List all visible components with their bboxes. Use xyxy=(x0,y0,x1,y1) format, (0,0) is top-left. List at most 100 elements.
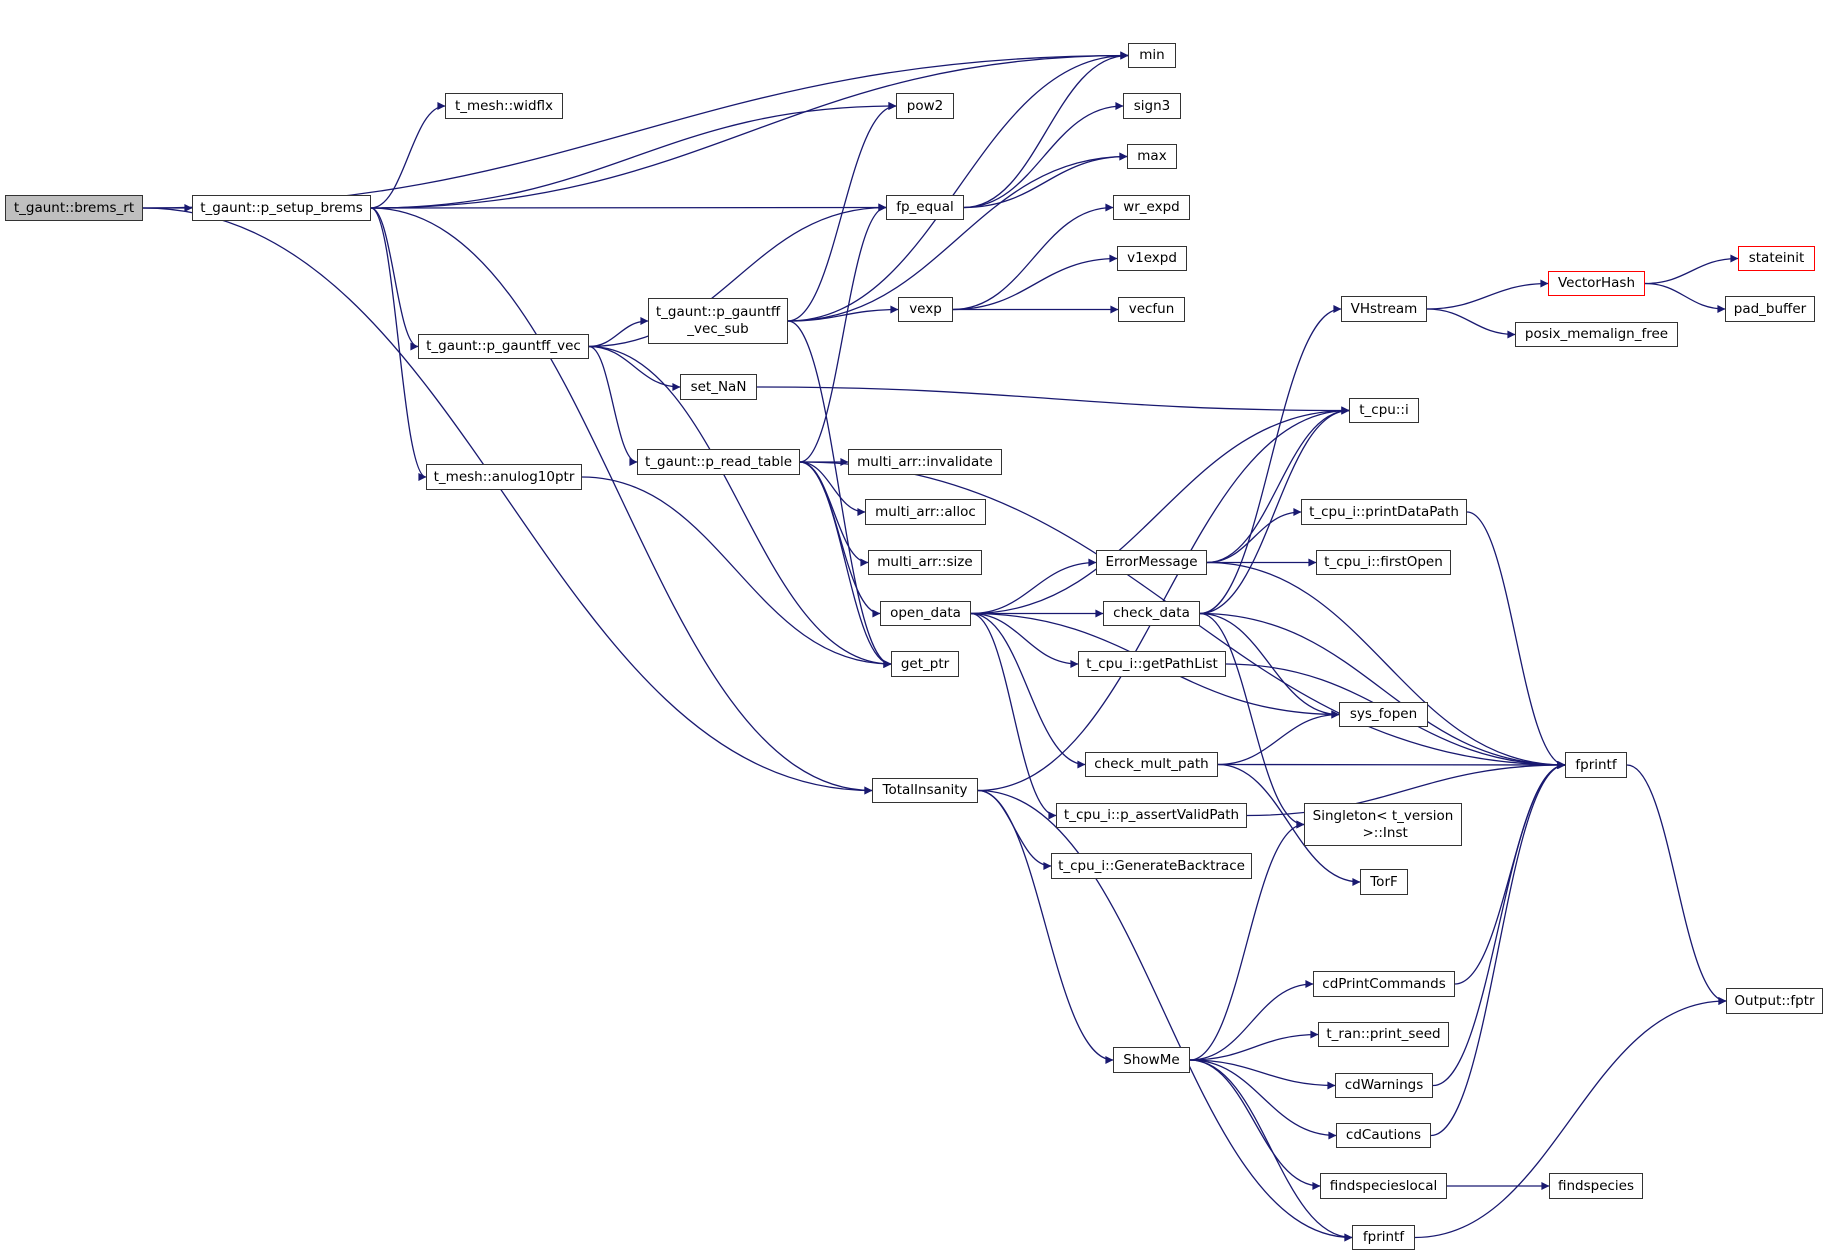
node-label: set_NaN xyxy=(690,378,747,395)
node-p-gauntff-vec-sub[interactable]: t_gaunt::p_gauntff _vec_sub xyxy=(648,298,788,344)
node-totalinsanity[interactable]: TotalInsanity xyxy=(872,778,978,803)
node-sign3[interactable]: sign3 xyxy=(1123,93,1181,119)
node-set-nan[interactable]: set_NaN xyxy=(680,374,757,400)
node-label: pad_buffer xyxy=(1733,300,1807,317)
node-label: t_gaunt::p_gauntff _vec_sub xyxy=(655,304,781,337)
edge-p_gauntff_vec_sub-to-max xyxy=(787,152,1128,322)
node-cdprintcommands[interactable]: cdPrintCommands xyxy=(1313,971,1455,997)
edge-check_data-to-Singleton xyxy=(1199,612,1305,829)
node-pad-buffer[interactable]: pad_buffer xyxy=(1725,296,1815,322)
node-open-data[interactable]: open_data xyxy=(880,601,971,626)
node-showme[interactable]: ShowMe xyxy=(1113,1047,1190,1073)
node-label: v1expd xyxy=(1127,250,1177,266)
node-label: fp_equal xyxy=(896,199,954,215)
node-vhstream[interactable]: VHstream xyxy=(1341,296,1427,322)
node-get-ptr[interactable]: get_ptr xyxy=(891,651,959,677)
node-getpathlist[interactable]: t_cpu_i::getPathList xyxy=(1078,651,1226,677)
node-posix-memalign-free[interactable]: posix_memalign_free xyxy=(1515,322,1678,347)
node-findspecies[interactable]: findspecies xyxy=(1549,1173,1643,1199)
node-label: t_cpu_i::getPathList xyxy=(1086,655,1218,672)
node-label: VHstream xyxy=(1350,300,1418,317)
edge-vexp-to-wr_expd xyxy=(952,203,1114,311)
node-vectorhash[interactable]: VectorHash xyxy=(1548,271,1645,296)
node-fprintf-b[interactable]: fprintf xyxy=(1352,1225,1415,1250)
node-max[interactable]: max xyxy=(1127,144,1177,169)
edge-ShowMe-to-print_seed xyxy=(1189,1030,1319,1061)
edge-VHstream-to-VectorHash xyxy=(1426,279,1549,310)
node-check-mult-path[interactable]: check_mult_path xyxy=(1085,752,1218,777)
node-label: fprintf xyxy=(1362,1229,1405,1245)
node-pow2[interactable]: pow2 xyxy=(896,93,954,119)
node-label: pow2 xyxy=(906,97,944,114)
edge-ErrorMessage-to-printDataPath xyxy=(1206,508,1302,564)
edge-brems_rt-to-TotalInsanity xyxy=(142,207,873,795)
node-label: posix_memalign_free xyxy=(1524,326,1669,342)
edge-p_setup_brems-to-min xyxy=(370,51,1129,209)
node-widflx[interactable]: t_mesh::widflx xyxy=(445,93,563,119)
node-p-assertvalidpath[interactable]: t_cpu_i::p_assertValidPath xyxy=(1056,803,1247,828)
node-vexp[interactable]: vexp xyxy=(898,297,953,322)
node-label: TorF xyxy=(1370,873,1398,890)
node-cdcautions[interactable]: cdCautions xyxy=(1336,1123,1431,1148)
node-fp-equal[interactable]: fp_equal xyxy=(886,195,964,220)
edge-ShowMe-to-cdWarnings xyxy=(1189,1059,1336,1090)
node-label: t_mesh::widflx xyxy=(454,97,554,114)
node-printdatapath[interactable]: t_cpu_i::printDataPath xyxy=(1301,499,1467,525)
node-anulog10ptr[interactable]: t_mesh::anulog10ptr xyxy=(426,464,582,490)
node-sys-fopen[interactable]: sys_fopen xyxy=(1339,702,1428,727)
edge-VectorHash-to-pad_buffer xyxy=(1644,282,1726,313)
edge-VectorHash-to-stateinit xyxy=(1644,254,1739,285)
node-v1expd[interactable]: v1expd xyxy=(1117,246,1187,271)
node-p-setup-brems[interactable]: t_gaunt::p_setup_brems xyxy=(192,195,371,221)
node-min[interactable]: min xyxy=(1128,43,1176,68)
node-check-data[interactable]: check_data xyxy=(1103,601,1200,626)
node-findspecieslocal[interactable]: findspecieslocal xyxy=(1320,1173,1447,1199)
edge-p_read_table-to-open_data xyxy=(799,461,881,618)
node-errormessage[interactable]: ErrorMessage xyxy=(1096,550,1207,575)
node-label: sys_fopen xyxy=(1349,706,1418,722)
node-label: t_cpu::i xyxy=(1359,402,1409,418)
node-label: multi_arr::invalidate xyxy=(857,453,993,470)
node-label: wr_expd xyxy=(1123,199,1180,215)
node-label: t_ran::print_seed xyxy=(1326,1026,1441,1042)
node-singleton[interactable]: Singleton< t_version >::Inst xyxy=(1304,803,1462,846)
node-label: TotalInsanity xyxy=(882,782,968,798)
edge-p_gauntff_vec_sub-to-vexp xyxy=(787,305,899,322)
node-label: cdPrintCommands xyxy=(1322,975,1446,992)
node-vecfun[interactable]: vecfun xyxy=(1118,297,1185,322)
node-size[interactable]: multi_arr::size xyxy=(868,550,982,575)
node-alloc[interactable]: multi_arr::alloc xyxy=(865,499,986,525)
edge-open_data-to-p_assertValidPath xyxy=(970,612,1057,820)
node-fprintf-r[interactable]: fprintf xyxy=(1565,752,1627,778)
node-p-read-table[interactable]: t_gaunt::p_read_table xyxy=(637,449,800,475)
edge-brems_rt-to-min xyxy=(142,51,1129,209)
node-invalidate[interactable]: multi_arr::invalidate xyxy=(848,449,1002,475)
node-label: fprintf xyxy=(1575,756,1617,773)
node-label: multi_arr::size xyxy=(877,554,973,570)
node-label: min xyxy=(1139,47,1165,63)
edge-p_read_table-to-fp_equal xyxy=(799,203,887,463)
node-wr-expd[interactable]: wr_expd xyxy=(1113,195,1190,220)
edge-p_read_table-to-alloc xyxy=(799,461,866,516)
node-label: multi_arr::alloc xyxy=(875,503,976,520)
edge-cdCautions-to-fprintf_r xyxy=(1430,761,1566,1137)
edge-p_gauntff_vec_sub-to-get_ptr xyxy=(787,320,892,668)
edge-fp_equal-to-min xyxy=(963,51,1129,209)
edge-p_setup_brems-to-widflx xyxy=(370,102,446,209)
node-output-fptr[interactable]: Output::fptr xyxy=(1726,988,1823,1014)
node-label: ErrorMessage xyxy=(1105,554,1198,570)
node-generatebacktrace[interactable]: t_cpu_i::GenerateBacktrace xyxy=(1051,853,1252,879)
edge-check_mult_path-to-sys_fopen xyxy=(1217,710,1340,766)
edge-p_gauntff_vec-to-p_read_table xyxy=(588,345,638,466)
node-label: sign3 xyxy=(1133,97,1171,114)
edge-ErrorMessage-to-t_cpu_i xyxy=(1206,406,1350,564)
node-cdwarnings[interactable]: cdWarnings xyxy=(1335,1073,1433,1098)
edge-p_read_table-to-get_ptr xyxy=(799,461,892,668)
node-torf[interactable]: TorF xyxy=(1360,869,1408,895)
node-stateinit[interactable]: stateinit xyxy=(1738,246,1815,271)
node-firstopen[interactable]: t_cpu_i::firstOpen xyxy=(1316,550,1451,575)
node-print-seed[interactable]: t_ran::print_seed xyxy=(1318,1022,1449,1047)
node-p-gauntff-vec[interactable]: t_gaunt::p_gauntff_vec xyxy=(418,334,589,359)
node-t-cpu-i[interactable]: t_cpu::i xyxy=(1349,398,1419,423)
node-label: findspecieslocal xyxy=(1329,1177,1438,1194)
